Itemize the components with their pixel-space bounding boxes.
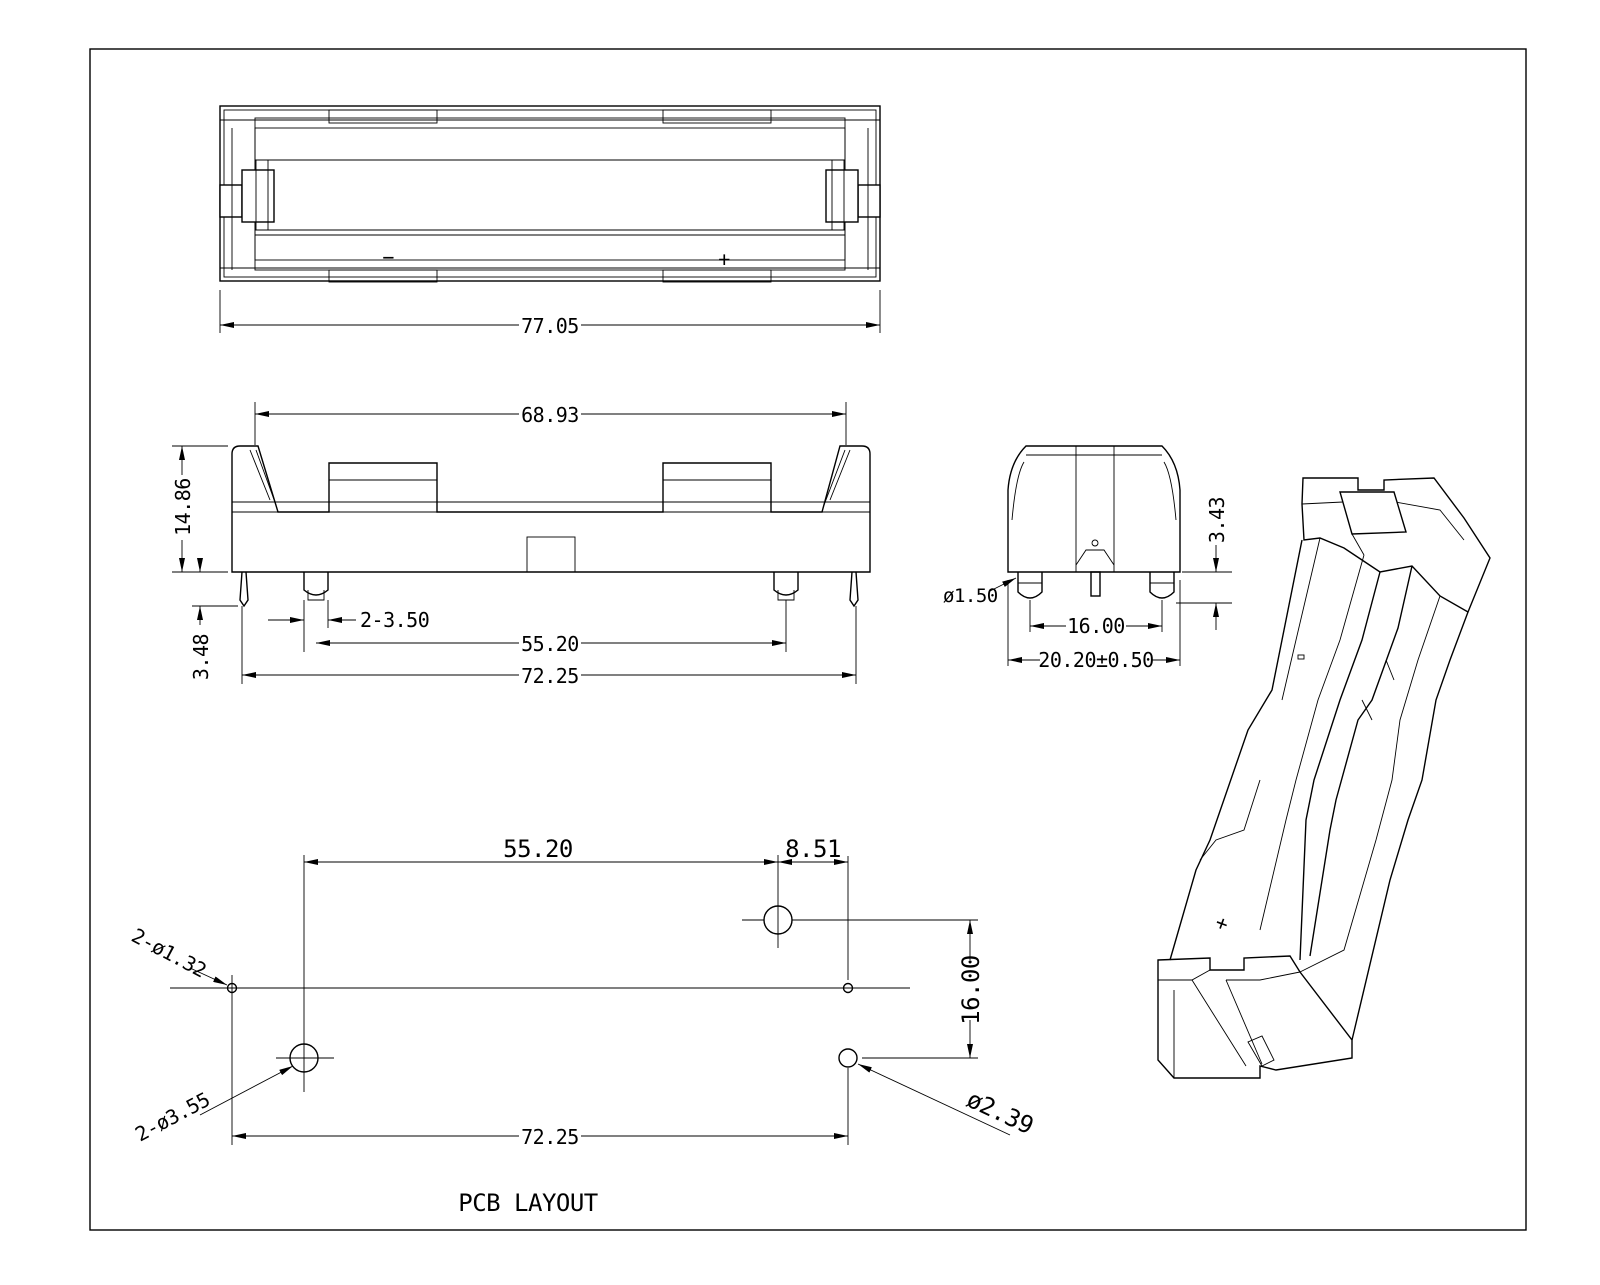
end-pin-diameter: ø1.50 [943,585,998,607]
end-view: ø1.50 16.00 20.20±0.50 3.43 [943,445,1232,672]
height-dimension: 14.86 [171,478,195,536]
small-hole-right [842,982,854,994]
pcb-mid-hole-label: ø2.39 [962,1085,1037,1140]
small-hole-left [226,982,238,994]
mid-hole [838,1048,858,1068]
pcb-large-hole-label: 2-ø3.55 [131,1087,214,1146]
end-pin-spacing: 16.00 [1067,614,1125,638]
isometric-view: + [1157,477,1491,1079]
pin-length-dimension: 3.48 [189,634,213,680]
pcb-vertical-dimension: 16.00 [957,955,985,1025]
foot-height-dimension: 3.43 [1205,497,1229,543]
end-width-tolerance: 20.20±0.50 [1038,648,1153,672]
large-hole-left [289,1043,319,1073]
large-hole-right [763,905,793,935]
drawing-border [89,48,1527,1231]
top-width-dimension: 77.05 [521,314,579,338]
pcb-span-dimension: 72.25 [521,1125,579,1149]
front-view: 68.93 14.86 3.48 2-3.50 [171,402,871,688]
outer-span-dimension: 72.25 [521,664,579,688]
top-view: − + 77.05 [219,105,881,338]
pin-width-dimension: 2-3.50 [360,608,429,632]
plus-mark: + [718,247,730,271]
pcb-small-hole-label: 2-ø1.32 [128,923,211,982]
inner-length-dimension: 68.93 [521,403,579,427]
pcb-offset-dimension: 8.51 [785,835,841,863]
pcb-pitch-dimension: 55.20 [503,835,573,863]
iso-plus-mark: + [1208,914,1235,933]
pcb-layout-title: PCB LAYOUT [458,1189,598,1217]
pin-pitch-dimension: 55.20 [521,632,579,656]
minus-mark: − [382,245,394,269]
pcb-layout: 55.20 8.51 16.00 72.25 2-ø1.32 2-ø3.55 ø… [128,835,1038,1217]
